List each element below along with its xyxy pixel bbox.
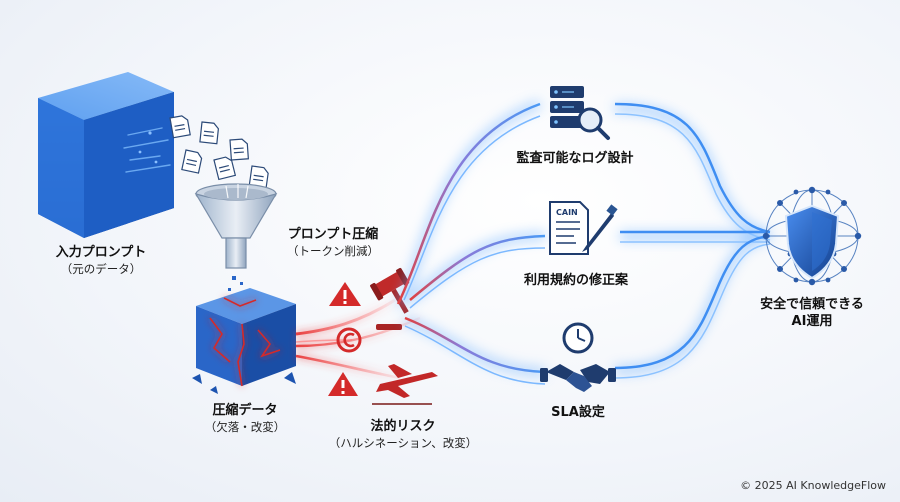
safe-label: 安全で信頼できる AI運用 bbox=[742, 296, 882, 330]
compress-title: プロンプト圧縮 bbox=[287, 227, 379, 242]
copyright-icon bbox=[336, 327, 362, 353]
terms-document-icon: CAIN bbox=[549, 201, 618, 255]
input-title: 入力プロンプト bbox=[55, 245, 147, 260]
falling-fragments bbox=[228, 276, 243, 291]
document-icons bbox=[169, 115, 269, 189]
server-magnifier-icon bbox=[550, 86, 610, 140]
compressed-label: 圧縮データ （欠落・改変） bbox=[180, 402, 310, 435]
terms-label: 利用規約の修正案 bbox=[506, 272, 646, 289]
compress-subtitle: （トークン削減） bbox=[287, 244, 379, 258]
compress-label: プロンプト圧縮 （トークン削減） bbox=[268, 226, 398, 259]
flow-streams-right bbox=[614, 102, 772, 379]
flow-streams-left bbox=[396, 100, 546, 385]
document-header-text: CAIN bbox=[556, 208, 578, 217]
terms-title: 利用規約の修正案 bbox=[523, 273, 628, 288]
legal-label: 法的リスク （ハルシネーション、改変） bbox=[308, 418, 498, 451]
sla-title: SLA設定 bbox=[551, 405, 605, 420]
sla-label: SLA設定 bbox=[528, 404, 628, 421]
warning-icon-2 bbox=[328, 372, 358, 396]
safe-title: 安全で信頼できる bbox=[760, 297, 864, 312]
risk-stream bbox=[295, 298, 421, 380]
handshake-icon bbox=[540, 364, 616, 392]
input-data-cube bbox=[38, 72, 174, 238]
input-label: 入力プロンプト （元のデータ） bbox=[36, 244, 166, 277]
safe-subtitle: AI運用 bbox=[791, 314, 833, 329]
compressed-title: 圧縮データ bbox=[212, 403, 278, 418]
copyright-text: © 2025 AI KnowledgeFlow bbox=[740, 479, 886, 492]
data-particles bbox=[123, 127, 171, 173]
clock-icon bbox=[562, 322, 594, 354]
legal-title: 法的リスク bbox=[370, 419, 436, 434]
compressed-data-cube bbox=[192, 288, 296, 394]
input-subtitle: （元のデータ） bbox=[60, 262, 142, 276]
compressed-subtitle: （欠落・改変） bbox=[204, 420, 286, 434]
audit-label: 監査可能なログ設計 bbox=[500, 150, 650, 167]
gavel-base-icon bbox=[376, 324, 402, 330]
audit-title: 監査可能なログ設計 bbox=[516, 151, 634, 166]
airplane-icon bbox=[376, 364, 438, 398]
legal-subtitle: （ハルシネーション、改変） bbox=[328, 436, 478, 450]
shield-icon bbox=[784, 204, 840, 280]
funnel-icon bbox=[194, 183, 278, 269]
warning-icon bbox=[329, 282, 361, 306]
